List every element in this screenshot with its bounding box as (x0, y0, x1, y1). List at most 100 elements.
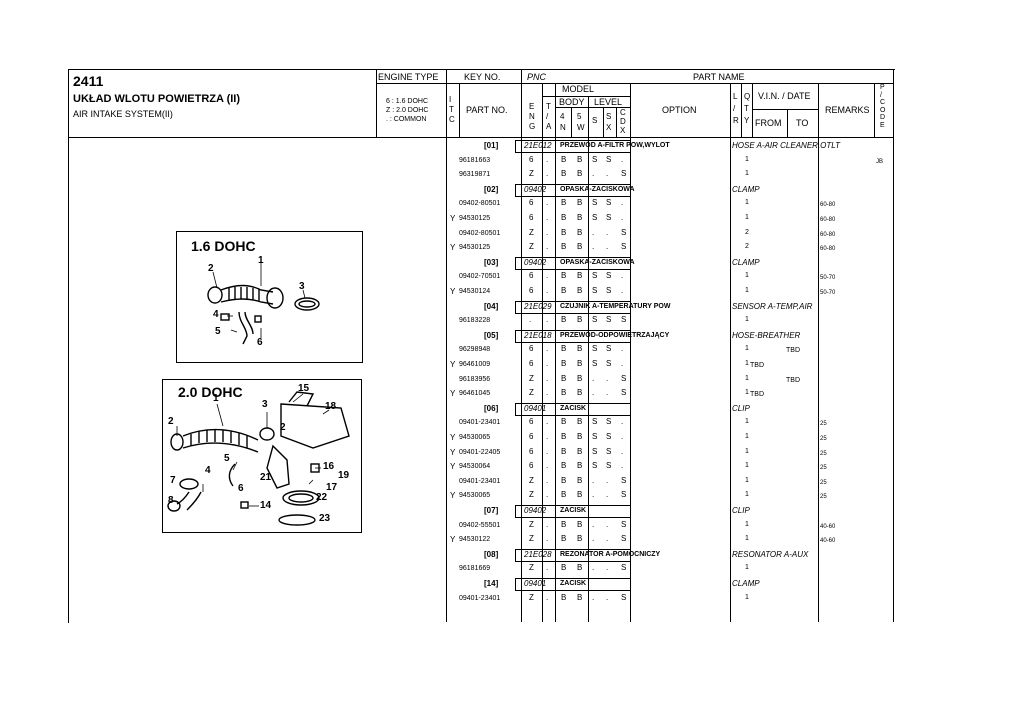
row-sx: . (606, 475, 609, 485)
row-s: . (592, 519, 595, 529)
row-s: . (592, 592, 595, 602)
row-part-no: 96319871 (459, 171, 491, 179)
row-part-no: 09401-23401 (459, 477, 501, 485)
row-sx: S (606, 461, 612, 471)
row-4n: B (561, 227, 567, 237)
row-part-no: 94530125 (459, 215, 491, 222)
row-part-no: 94530125 (459, 244, 491, 252)
group-pnc: 21E018 (524, 330, 552, 340)
row-sx: . (606, 388, 609, 398)
diagram-title: 1.6 DOHC (191, 238, 256, 254)
row-eng: Z (529, 534, 534, 544)
row-ta: . (546, 461, 549, 471)
row-part-no: 09402-55501 (459, 521, 501, 529)
callout-2b: 2 (280, 422, 286, 433)
row-sx: . (606, 490, 609, 500)
row-ta: . (546, 432, 549, 441)
row-s: S (592, 213, 598, 222)
group-key: [06] (484, 403, 499, 413)
row-sx: S (606, 359, 612, 368)
row-cdx: S (621, 388, 627, 398)
row-part-no: 96181663 (459, 156, 491, 164)
diagram-1-6-dohc[interactable]: 1.6 DOHC 1 2 3 4 5 6 (176, 231, 363, 363)
row-s: S (592, 315, 598, 325)
group-key: [14] (484, 579, 499, 588)
col-line-option (630, 83, 631, 622)
row-qty: 1 (745, 360, 749, 367)
col-line-body-mid (571, 107, 572, 137)
group-header-box (515, 140, 631, 153)
row-itc: Y (450, 447, 456, 457)
page-title-en: AIR INTAKE SYSTEM(II) (73, 109, 173, 119)
row-s: S (592, 286, 598, 295)
row-itc: Y (450, 287, 456, 296)
callout-1: 1 (213, 393, 219, 404)
col-line-level (588, 96, 589, 622)
row-ta: . (546, 519, 549, 529)
row-itc: Y (450, 433, 456, 442)
row-remarks: 60-80 (820, 217, 836, 223)
row-pcode: JB (876, 158, 884, 165)
row-4n: B (561, 198, 567, 208)
group-key: [05] (484, 330, 499, 340)
group-key: [07] (484, 506, 499, 515)
row-eng: 6 (529, 286, 534, 295)
row-5w: B (577, 227, 583, 237)
row-s: S (592, 344, 598, 354)
group-pnc: 21E012 (524, 141, 552, 150)
row-4n: B (561, 519, 567, 529)
col-line-right (893, 69, 894, 622)
engine-type-header: ENGINE TYPE (378, 72, 439, 82)
row-qty: 1 (745, 520, 749, 528)
row-eng: Z (529, 373, 534, 383)
diagram-2-0-dohc[interactable]: 2.0 DOHC (162, 379, 362, 533)
row-sx: S (606, 315, 612, 325)
row-ta: . (546, 213, 549, 222)
row-eng: 6 (529, 417, 534, 427)
row-qty: 1 (745, 535, 749, 543)
row-4n: B (561, 213, 567, 222)
group-name-en: HOSE A-AIR CLEANER,OTLT (732, 141, 841, 150)
row-4n: B (561, 432, 567, 441)
col-line-engine (376, 69, 377, 137)
row-5w: B (577, 417, 583, 427)
row-qty: 1 (745, 418, 749, 426)
row-qty: 1 (745, 433, 749, 440)
group-header-box (515, 505, 631, 518)
engine-code-2: Z : 2.0 DOHC (386, 107, 429, 114)
header-rule-body (555, 107, 630, 108)
row-sx: S (606, 417, 612, 427)
row-qty: 1 (745, 170, 749, 178)
row-cdx: . (621, 213, 624, 222)
row-4n: B (561, 373, 567, 383)
row-part-no: 94530064 (459, 463, 491, 471)
row-5w: B (577, 563, 583, 573)
callout-22: 22 (316, 492, 328, 503)
row-cdx: S (621, 373, 627, 383)
row-5w: B (577, 169, 583, 179)
row-4n: B (561, 563, 567, 573)
row-sx: S (606, 271, 612, 281)
body-header: BODY (559, 97, 585, 107)
group-pnc: 21E029 (524, 301, 552, 311)
row-ta: . (546, 286, 549, 295)
callout-2: 2 (168, 416, 174, 427)
row-cdx: S (621, 534, 627, 544)
row-ta: . (546, 242, 549, 252)
group-pnc: 09402 (524, 506, 547, 515)
row-cdx: . (621, 198, 624, 208)
row-vin: TBD (786, 376, 800, 384)
row-qty: 1 (745, 447, 749, 455)
header-rule-engine (376, 83, 446, 84)
row-itc: Y (450, 360, 456, 369)
group-key: [01] (484, 141, 499, 150)
row-qty: 1 (745, 214, 749, 221)
row-cdx: . (621, 432, 624, 441)
row-5w: B (577, 461, 583, 471)
ta-header: T/A (546, 102, 552, 131)
row-4n: B (561, 417, 567, 427)
row-remarks: 60-80 (820, 202, 836, 209)
row-4n: B (561, 388, 567, 398)
row-cdx: . (621, 446, 624, 456)
